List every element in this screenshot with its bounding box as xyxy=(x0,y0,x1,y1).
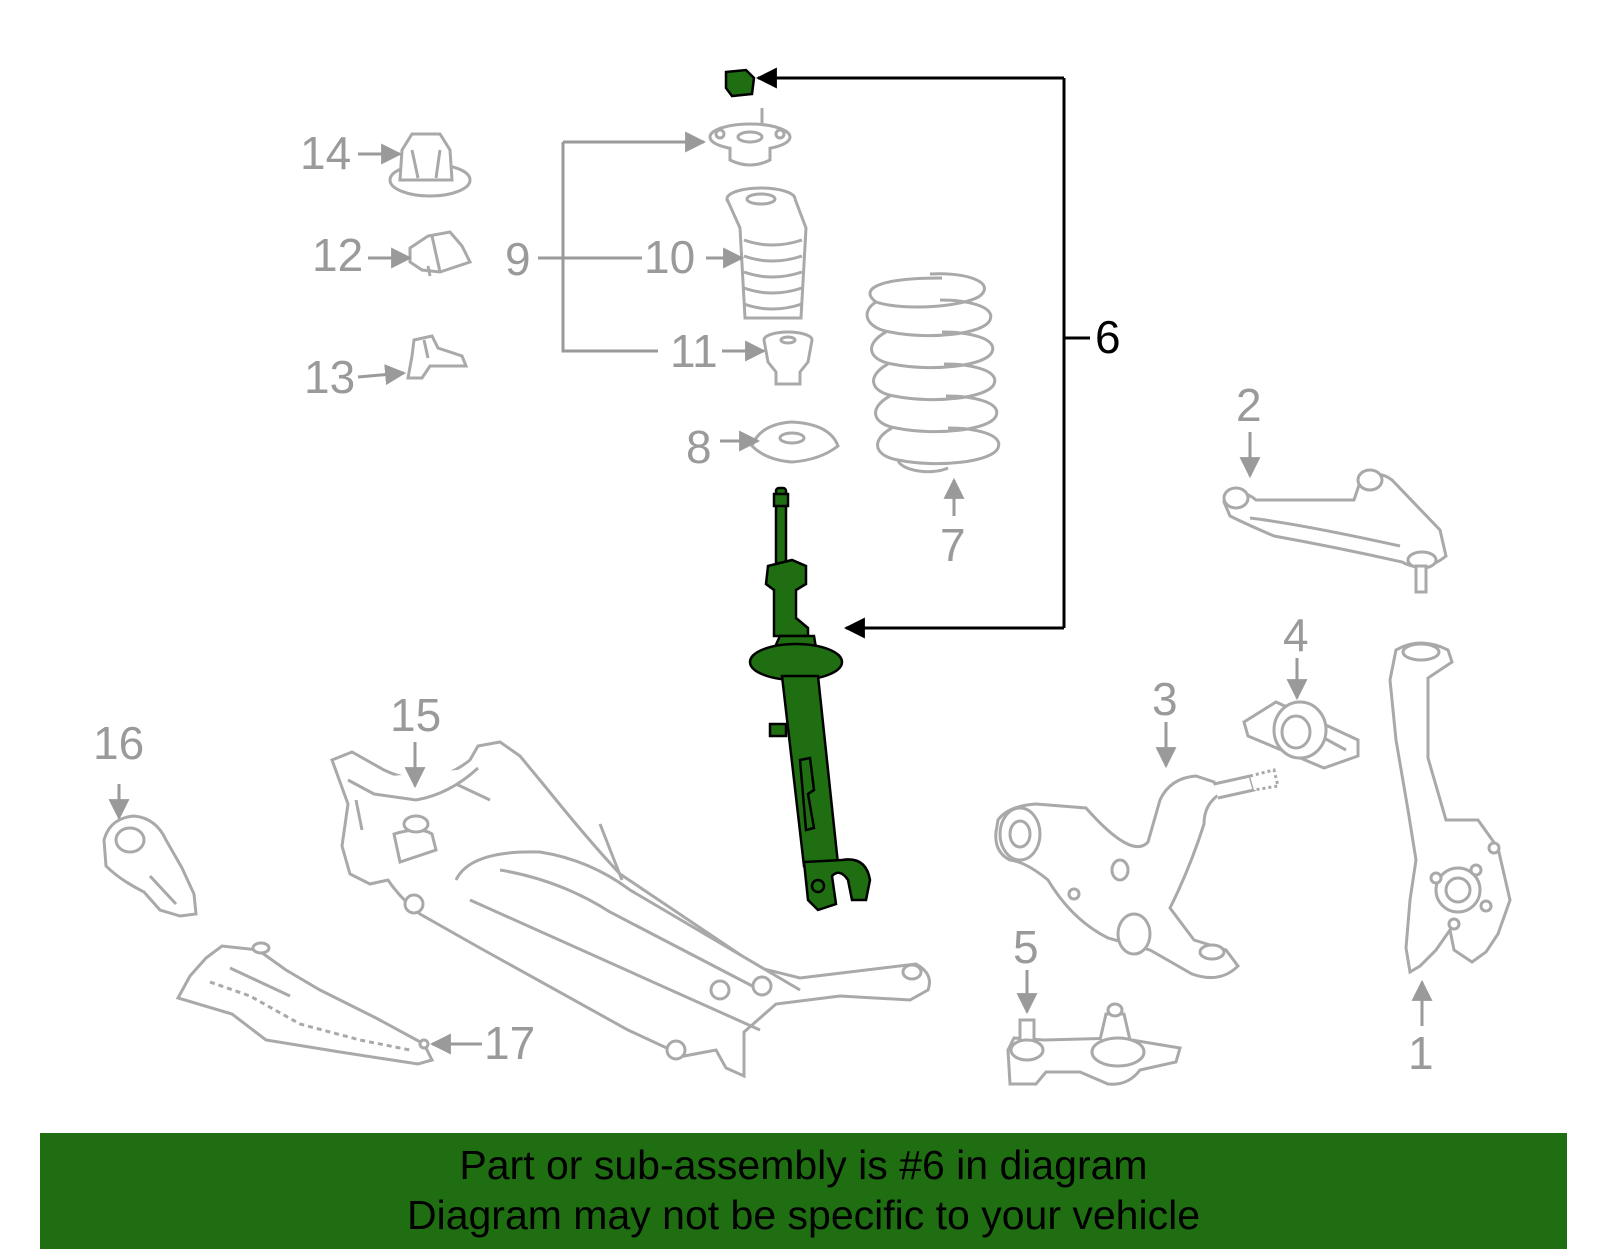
part-17-under-cover[interactable] xyxy=(175,941,435,1066)
part-8-spring-seat[interactable] xyxy=(750,420,840,464)
part-6-shock-absorber[interactable] xyxy=(748,486,872,912)
part-7-coil-spring[interactable] xyxy=(865,272,1001,474)
part-1-knuckle[interactable] xyxy=(1388,641,1512,975)
callout-7: 7 xyxy=(940,519,966,571)
part-4-bushing[interactable] xyxy=(1242,700,1360,770)
callout-13: 13 xyxy=(304,351,356,403)
part-2-upper-arm[interactable] xyxy=(1222,468,1448,594)
callout-17: 17 xyxy=(484,1017,536,1069)
banner-line-1: Part or sub-assembly is #6 in diagram xyxy=(459,1142,1148,1188)
leader-lines xyxy=(108,131,1433,1055)
callout-8: 8 xyxy=(686,421,712,473)
part-9-upper-support[interactable] xyxy=(708,108,792,167)
callout-11: 11 xyxy=(670,325,718,377)
info-banner: Part or sub-assembly is #6 in diagram Di… xyxy=(40,1133,1567,1249)
part-12-bracket[interactable] xyxy=(408,230,473,277)
part-16-bracket[interactable] xyxy=(102,814,198,918)
callout-9: 9 xyxy=(505,233,531,285)
banner-line-2: Diagram may not be specific to your vehi… xyxy=(406,1192,1200,1238)
callout-16: 16 xyxy=(93,717,145,769)
callout-1: 1 xyxy=(1408,1027,1434,1079)
part-14-mount-block[interactable] xyxy=(388,132,472,198)
leader-lines-part-6 xyxy=(755,67,1090,639)
callout-6: 6 xyxy=(1095,311,1121,363)
callout-3: 3 xyxy=(1152,673,1178,725)
part-6-top-nut[interactable] xyxy=(724,68,756,98)
part-13-bracket[interactable] xyxy=(406,334,469,380)
callout-4: 4 xyxy=(1283,609,1309,661)
callout-14: 14 xyxy=(300,127,352,179)
callout-12: 12 xyxy=(312,229,364,281)
callout-10: 10 xyxy=(644,231,696,283)
part-10-dust-boot[interactable] xyxy=(725,186,808,320)
part-5-ball-joint[interactable] xyxy=(1006,1002,1182,1086)
callout-2: 2 xyxy=(1236,379,1262,431)
part-3-lower-arm[interactable] xyxy=(994,768,1280,980)
callout-15: 15 xyxy=(390,689,442,741)
callout-5: 5 xyxy=(1013,921,1039,973)
part-15-subframe[interactable] xyxy=(330,740,931,1079)
part-11-bump-stop[interactable] xyxy=(762,330,814,386)
